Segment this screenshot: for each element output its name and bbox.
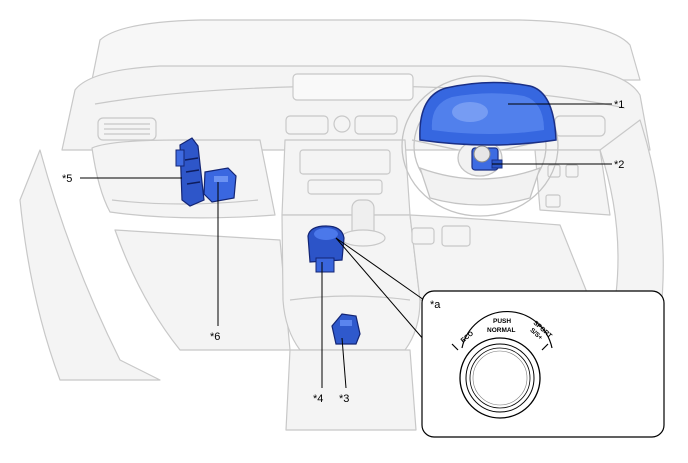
part-1-combination-meter	[419, 81, 557, 146]
part-6-ecu-box	[203, 167, 237, 203]
dial-label-normal: NORMAL	[487, 327, 516, 334]
part-3-ecu	[331, 313, 361, 345]
dial-label-push: PUSH	[493, 318, 511, 325]
leader-lines	[80, 103, 612, 389]
part-4-drive-mode-switch	[307, 225, 345, 273]
callout-2: *2	[614, 159, 624, 171]
callout-4: *4	[313, 393, 323, 405]
part-5-ecu	[175, 137, 205, 207]
callout-5: *5	[62, 173, 72, 185]
callout-1: *1	[614, 99, 624, 111]
callout-a: *a	[430, 299, 441, 311]
detail-inset-a	[421, 290, 665, 438]
callout-6: *6	[210, 331, 220, 343]
callout-3: *3	[339, 393, 349, 405]
part-2-steering-sensor	[471, 145, 503, 171]
steering-wheel	[401, 75, 559, 217]
